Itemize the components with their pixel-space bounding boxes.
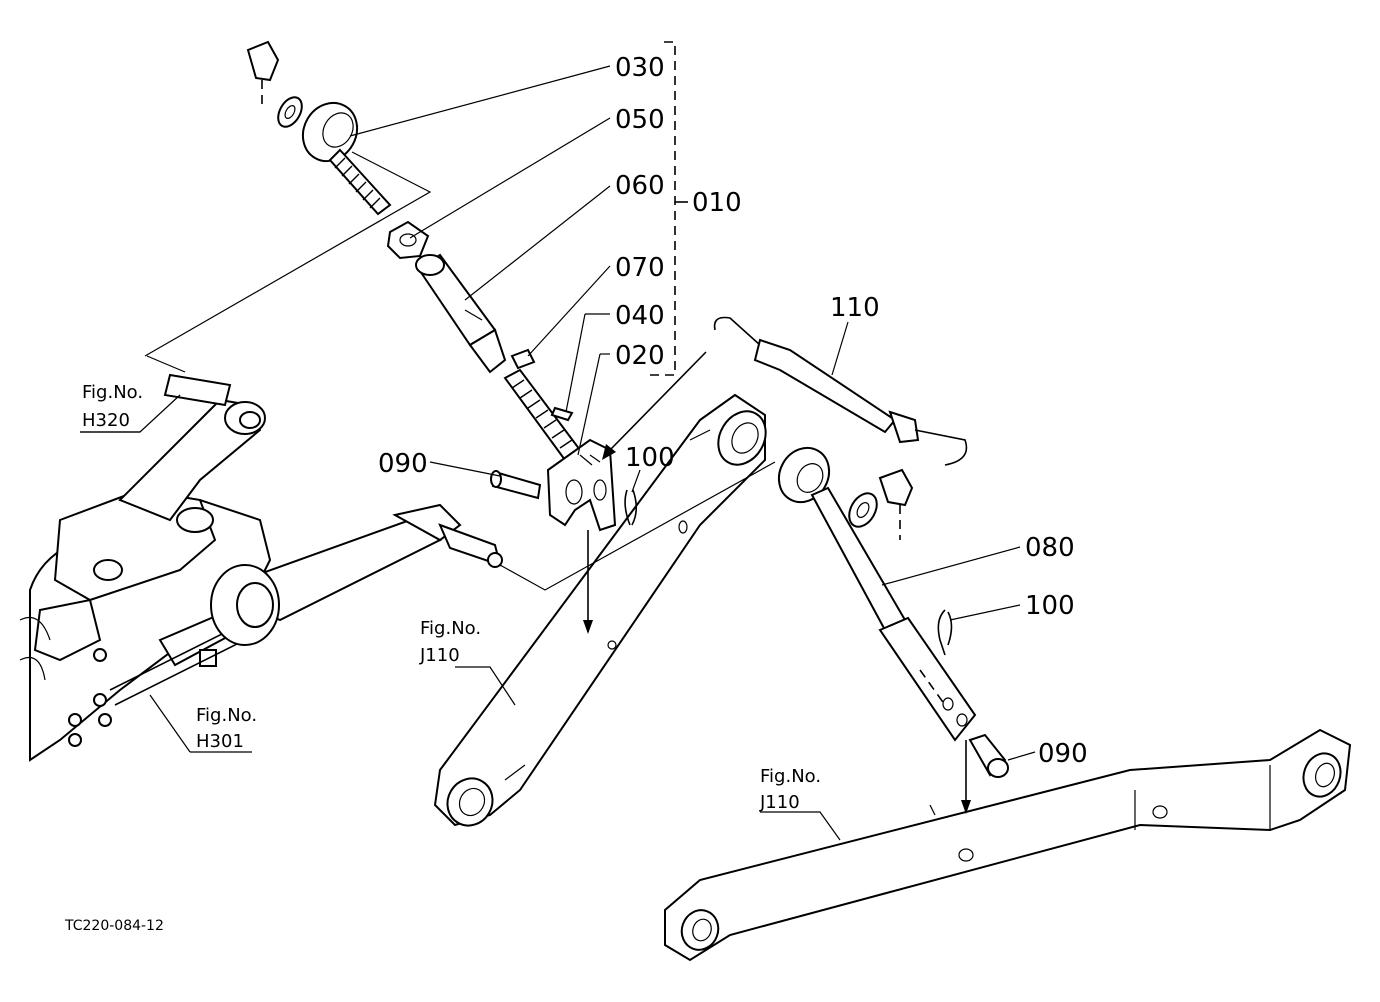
part-label-080: 080 [1025, 533, 1075, 563]
right-lower-link-drawing [664, 728, 1352, 962]
fig-ref-j110-left-prefix: Fig.No. [420, 618, 481, 639]
fig-ref-h301-prefix: Fig.No. [196, 705, 257, 726]
assembly-bracket [648, 41, 676, 376]
fig-ref-h301-code: H301 [196, 731, 244, 752]
check-chain-drawing [713, 316, 968, 466]
lift-rod-drawing [777, 446, 1009, 778]
part-label-100-top: 100 [625, 443, 675, 473]
part-label-100-right: 100 [1025, 591, 1075, 621]
fig-ref-j110-right-prefix: Fig.No. [760, 766, 821, 787]
drawing-code: TC220-084-12 [64, 918, 164, 934]
part-label-050: 050 [615, 105, 665, 135]
part-label-020: 020 [615, 341, 665, 371]
fig-ref-h320-code: H320 [82, 410, 130, 431]
part-label-030: 030 [615, 53, 665, 83]
top-link-assembly [246, 40, 617, 532]
part-label-010: 010 [692, 188, 742, 218]
part-label-040: 040 [615, 301, 665, 331]
part-label-060: 060 [615, 171, 665, 201]
part-label-070: 070 [615, 253, 665, 283]
fig-ref-j110-left-code: J110 [419, 645, 460, 666]
part-label-090-right: 090 [1038, 739, 1088, 769]
fig-ref-j110-right-code: J110 [759, 792, 800, 813]
left-lower-link-drawing [433, 393, 767, 827]
fig-ref-h320-prefix: Fig.No. [82, 382, 143, 403]
part-label-090-left: 090 [378, 449, 428, 479]
part-label-110: 110 [830, 293, 880, 323]
rear-housing-drawing [19, 373, 503, 762]
